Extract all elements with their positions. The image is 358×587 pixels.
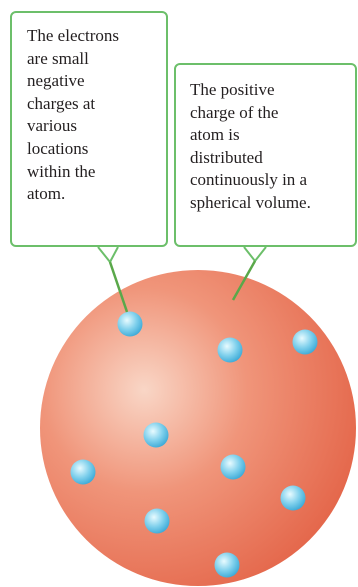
electron (145, 509, 170, 534)
electron (281, 486, 306, 511)
electron (218, 338, 243, 363)
positive-charge-callout: The positive charge of the atom is distr… (174, 63, 357, 247)
positive-sphere (40, 270, 356, 586)
electron (215, 553, 240, 578)
electron (118, 312, 143, 337)
electron (144, 423, 169, 448)
electron (293, 330, 318, 355)
electron (221, 455, 246, 480)
electron (71, 460, 96, 485)
electrons-callout: The electrons are small negative charges… (10, 11, 168, 247)
